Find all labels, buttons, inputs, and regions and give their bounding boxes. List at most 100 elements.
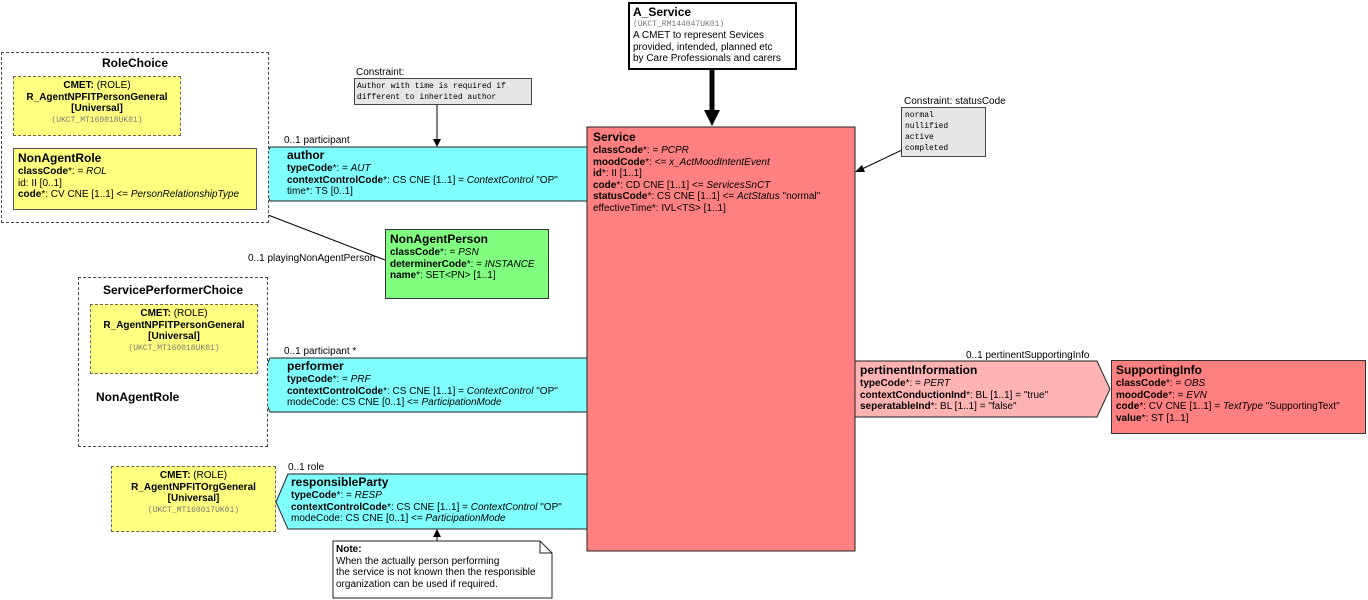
attr-label: id — [593, 168, 602, 179]
responsible-party-multiplicity: 0..1 role — [288, 462, 325, 473]
author-constraint-box: Author with time is required if differen… — [354, 78, 532, 105]
note-label: Note: — [336, 544, 362, 555]
cmet-name: R_AgentNPFITPersonGeneral — [26, 91, 168, 103]
attr-type: *: CS CNE [1..1] = — [383, 174, 467, 186]
pertinent-info-content: pertinentInformation typeCode*: = PERT c… — [860, 363, 1048, 413]
attr-value: PCPR — [661, 145, 689, 156]
status-constraint-label: Constraint: statusCode — [904, 96, 1006, 107]
attr-value: INSTANCE — [484, 258, 535, 270]
spc-cmet[interactable]: CMET: (ROLE) R_AgentNPFITPersonGeneral [… — [90, 304, 258, 374]
attr-value: x_ActMoodIntentEvent — [669, 156, 770, 168]
attr-label: moodCode — [1116, 389, 1169, 401]
attr-value: ParticipationMode — [421, 397, 502, 408]
attr-value: RESP — [354, 490, 382, 501]
attr-type: *: <= — [645, 156, 670, 168]
author-constraint-text-2: different to inherited author — [357, 93, 497, 102]
a-service-title: A_Service — [633, 5, 692, 19]
attr-type: *: CV CNE [1..1] <= — [41, 189, 131, 200]
attr-type: *: = — [440, 247, 459, 258]
attr-label: contextConductionInd — [860, 389, 967, 401]
cmet-name: R_AgentNPFITOrgGeneral — [131, 481, 256, 493]
attr-type: *: = — [336, 490, 355, 501]
performer-title: performer — [287, 359, 344, 373]
attr-type: *: CD CNE [1..1] <= — [616, 179, 707, 191]
note-arrowhead — [433, 529, 441, 537]
author-constraint-label: Constraint: — [356, 67, 405, 78]
attr-value: ROL — [86, 166, 107, 177]
note-text-3: organization can be used if required. — [336, 578, 498, 590]
role-choice-cmet[interactable]: CMET: (ROLE) R_AgentNPFITPersonGeneral [… — [13, 76, 181, 136]
note-text-1: When the actually person performing — [336, 555, 500, 567]
pertinent-info-title: pertinentInformation — [860, 363, 978, 377]
cmet-kind: (ROLE) — [93, 80, 131, 91]
attr-type: *: = — [332, 163, 351, 174]
note-text-2: the service is not known then the respon… — [336, 567, 536, 578]
a-service-box[interactable]: A_Service (UKCT_RM144047UK01) A CMET to … — [628, 2, 797, 70]
attr-value: PersonRelationshipType — [130, 189, 240, 200]
service-content: Service classCode*: = PCPR moodCode*: <=… — [593, 130, 820, 214]
performer-shape[interactable] — [257, 357, 588, 413]
role-choice-title: RoleChoice — [101, 56, 168, 70]
cmet-kind: (ROLE) — [190, 470, 228, 481]
attr-value: PSN — [458, 247, 479, 258]
status-value: active — [905, 133, 934, 142]
attr-label: classCode — [593, 145, 644, 156]
responsible-party-content: responsibleParty typeCode*: = RESP conte… — [291, 475, 562, 525]
attr-value: ServicesSnCT — [706, 179, 771, 191]
spc-title: ServicePerformerChoice — [102, 283, 244, 297]
spc-nonagent-role-title: NonAgentRole — [96, 390, 180, 404]
responsible-party-shape[interactable] — [275, 473, 588, 530]
attr-label: classCode — [1116, 378, 1167, 389]
cmet-flavor: [Universal] — [71, 103, 123, 114]
attr-type: *: = — [905, 378, 924, 389]
attr-value: ParticipationMode — [425, 513, 506, 524]
attr-value: PERT — [923, 378, 951, 389]
attr-type: *: = — [1168, 389, 1187, 401]
nonagent-role-box[interactable]: NonAgentRole classCode*: = ROL id: II [0… — [13, 148, 257, 210]
attr-type: modeCode: CS CNE [0..1] <= — [287, 397, 422, 408]
attr-type: *: CS CNE [1..1] = — [383, 385, 467, 397]
note-content: Note: When the actually person performin… — [336, 544, 536, 590]
attr-label: determinerCode — [390, 258, 467, 270]
a-service-id: (UKCT_RM144047UK01) — [633, 20, 725, 29]
attr-label: name — [390, 270, 417, 281]
nonagent-person-box[interactable]: NonAgentPerson classCode*: = PSN determi… — [385, 229, 549, 299]
service-effective-time: effectiveTime*: IVL<TS> [1..1] — [593, 202, 726, 214]
attr-label: typeCode — [860, 378, 906, 389]
attr-label: value — [1116, 412, 1142, 424]
author-constraint-arrowhead — [433, 139, 441, 147]
attr-label: moodCode — [593, 156, 646, 168]
note-fold — [539, 541, 552, 554]
pertinent-info-shape[interactable] — [854, 360, 1111, 418]
attr-type: modeCode: CS CNE [0..1] <= — [291, 513, 426, 524]
author-constraint-text-1: Author with time is required if — [357, 82, 506, 91]
attr-value: ContextControl — [466, 174, 534, 186]
service-box[interactable] — [586, 126, 856, 552]
author-content: author typeCode*: = AUT contextControlCo… — [287, 148, 558, 198]
org-cmet[interactable]: CMET: (ROLE) R_AgentNPFITOrgGeneral [Uni… — [111, 466, 276, 532]
supporting-info-box[interactable]: SupportingInfo classCode*: = OBS moodCod… — [1111, 360, 1366, 434]
attr-type: *: BL [1..1] = "true" — [966, 389, 1049, 401]
author-title: author — [287, 148, 325, 162]
attr-type: *: ST [1..1] — [1141, 412, 1189, 424]
nonagent-person-multiplicity: 0..1 playingNonAgentPerson — [248, 253, 376, 264]
a-service-desc-3: by Care Professionals and carers — [633, 53, 781, 64]
cmet-name: R_AgentNPFITPersonGeneral — [103, 319, 245, 331]
attr-value: PRF — [350, 374, 371, 385]
author-multiplicity: 0..1 participant — [284, 135, 350, 146]
status-constraint-arrowhead — [855, 165, 865, 172]
attr-label: seperatableInd — [860, 401, 931, 412]
attr-label: code — [18, 189, 42, 200]
attr-tail: "OP" — [537, 501, 562, 513]
a-service-desc-2: provided, intended, planned etc — [633, 41, 773, 53]
nonagent-role-title: NonAgentRole — [18, 151, 102, 165]
status-value: completed — [905, 144, 949, 153]
attr-tail: "SupportingText" — [1263, 401, 1340, 412]
responsible-party-title: responsibleParty — [291, 475, 389, 489]
attr-tail: "OP" — [533, 385, 558, 397]
performer-content: performer typeCode*: = PRF contextContro… — [287, 359, 558, 409]
attr-value: ContextControl — [466, 385, 534, 397]
status-value: nullified — [905, 122, 949, 131]
attr-label: classCode — [18, 166, 69, 177]
attr-value: TextType — [1223, 401, 1264, 412]
